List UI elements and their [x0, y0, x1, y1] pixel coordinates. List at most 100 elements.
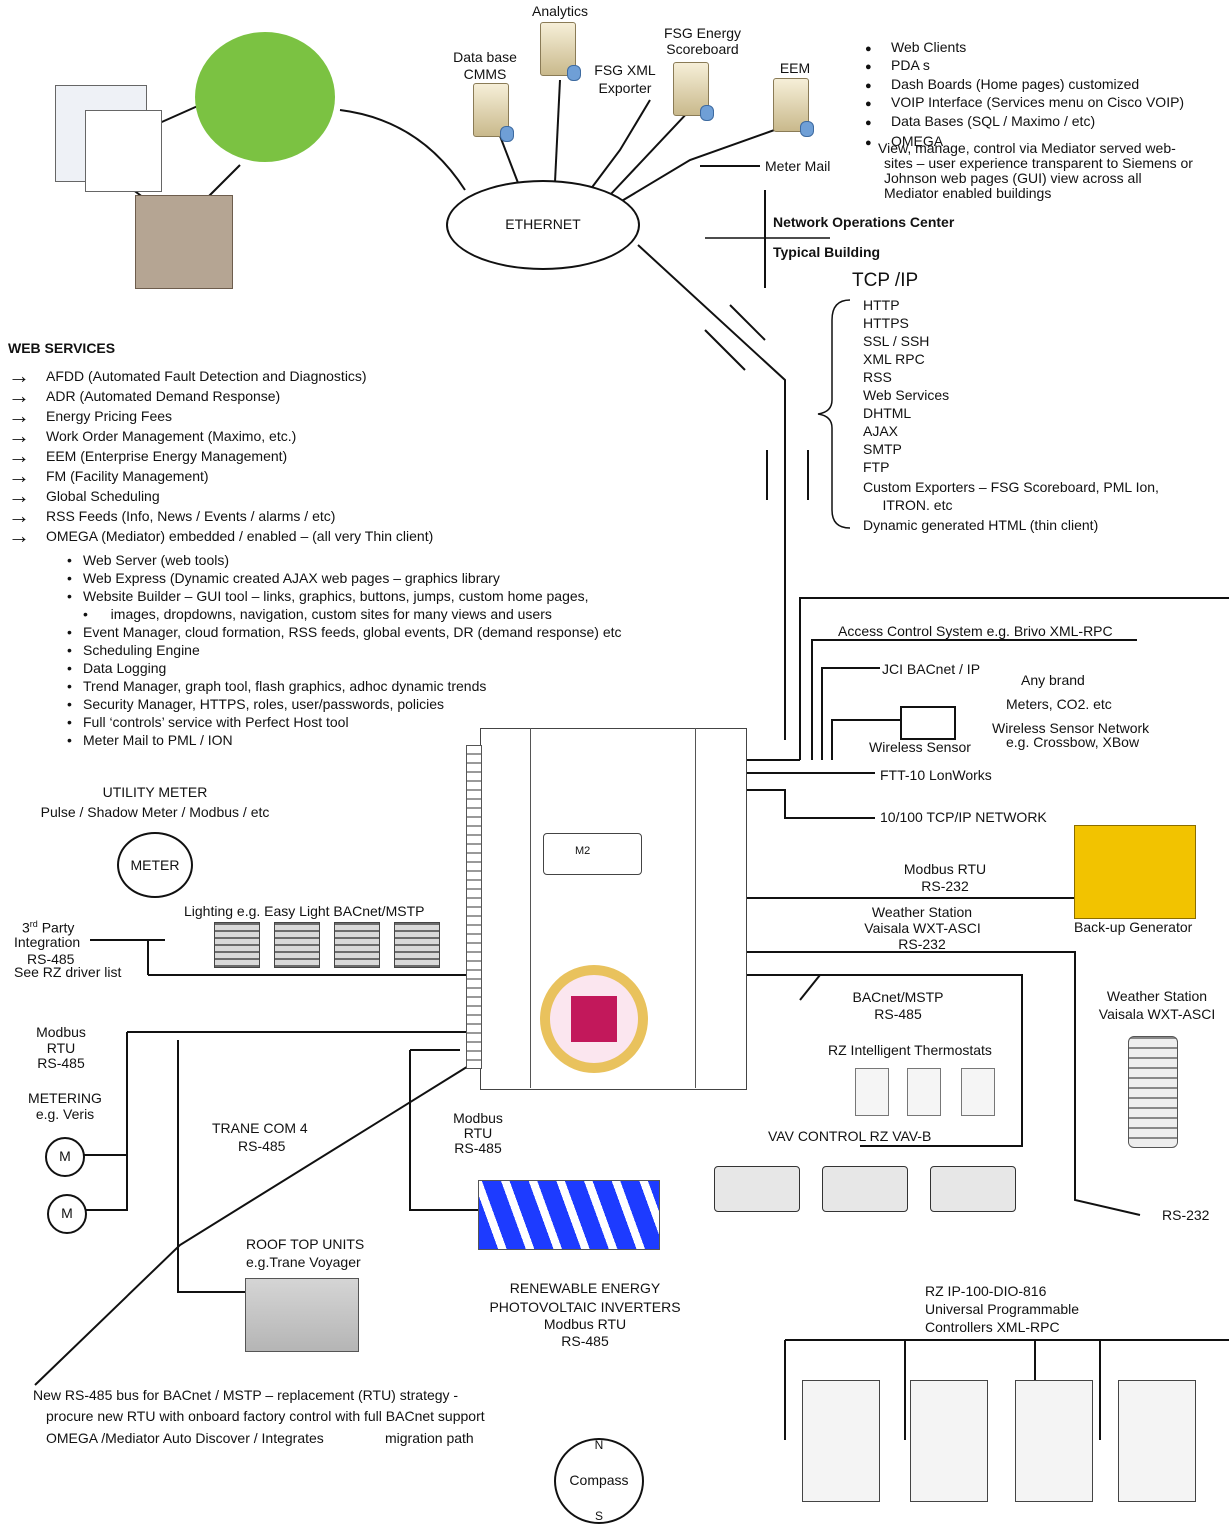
- fsg-xml-label-2: Exporter: [598, 80, 652, 96]
- modbus-label-2: RTU: [46, 1040, 76, 1056]
- controller-left-column: [480, 728, 531, 1088]
- third-party-ordinal: rd: [29, 919, 38, 929]
- io-controller-icon: [1118, 1380, 1196, 1502]
- crossbow-label: e.g. Crossbow, XBow: [1006, 734, 1140, 750]
- web-service-item: Energy Pricing Fees: [8, 406, 433, 426]
- meter-label: METER: [130, 857, 180, 873]
- lighting-label: Lighting e.g. Easy Light BACnet/MSTP: [184, 903, 425, 919]
- protocol-item: Custom Exporters – FSG Scoreboard, PML I…: [863, 479, 1159, 495]
- web-services-title: WEB SERVICES: [8, 340, 116, 356]
- backup-generator-icon: [1074, 825, 1196, 919]
- third-party-label-2: Integration: [14, 934, 81, 950]
- protocol-item: DHTML: [863, 405, 912, 421]
- noc-label: Network Operations Center: [773, 214, 955, 230]
- clients-desc-3: Johnson web pages (GUI) view across all: [884, 170, 1142, 186]
- meter-m-circle: [47, 1194, 87, 1234]
- thermostat-icon: [961, 1068, 995, 1116]
- io-controller-label-1: RZ IP-100-DIO-816: [925, 1283, 1047, 1299]
- new-bus-label-3: OMEGA /Mediator Auto Discover / Integrat…: [46, 1430, 324, 1446]
- client-item: Dash Boards (Home pages) customized: [865, 75, 1184, 95]
- typical-building-label: Typical Building: [773, 244, 881, 260]
- compass-south-label: S: [594, 1509, 603, 1523]
- client-item: VOIP Interface (Services menu on Cisco V…: [865, 95, 1184, 112]
- tcpip-network-label: 10/100 TCP/IP NETWORK: [880, 809, 1047, 825]
- vav-label: VAV CONTROL RZ VAV-B: [768, 1128, 932, 1144]
- rooftop-label-2: e.g.Trane Voyager: [246, 1254, 361, 1270]
- wsn-label: Wireless Sensor Network: [992, 720, 1150, 736]
- omega-feature-item: Web Express (Dynamic created AJAX web pa…: [67, 569, 622, 587]
- meter-m-label: M: [59, 1148, 71, 1164]
- jci-bacnet-label: JCI BACnet / IP: [882, 661, 981, 677]
- omega-feature-item: images, dropdowns, navigation, custom si…: [83, 605, 622, 623]
- protocol-item: Web Services: [863, 387, 950, 403]
- omega-feature-item: Data Logging: [67, 659, 622, 677]
- ftt10-label: FTT-10 LonWorks: [880, 767, 992, 783]
- bacnet-mstp-label-1: BACnet/MSTP: [852, 989, 944, 1005]
- io-controller-icon: [1015, 1380, 1093, 1502]
- access-control-label: Access Control System e.g. Brivo XML-RPC: [838, 623, 1113, 639]
- thermostat-icon: [855, 1068, 889, 1116]
- io-controller-icon: [802, 1380, 880, 1502]
- thermostat-icon: [907, 1068, 941, 1116]
- omega-feature-item: Scheduling Engine: [67, 641, 622, 659]
- weather-label-1: Weather Station: [871, 904, 973, 920]
- web-service-item: AFDD (Automated Fault Detection and Diag…: [8, 366, 433, 386]
- fsg-scoreboard-server-icon: [673, 62, 714, 121]
- modbus-label-3: RS-485: [37, 1055, 85, 1071]
- web-services-list: AFDD (Automated Fault Detection and Diag…: [8, 366, 433, 546]
- utility-meter-label-2: Pulse / Shadow Meter / Modbus / etc: [40, 804, 270, 820]
- web-service-item: Work Order Management (Maximo, etc.): [8, 426, 433, 446]
- meter-m-label: M: [61, 1205, 73, 1221]
- client-item: Web Clients: [865, 38, 1184, 58]
- backup-generator-label: Back-up Generator: [1074, 919, 1193, 935]
- web-service-item: ADR (Automated Demand Response): [8, 386, 433, 406]
- ethernet-ellipse: [446, 180, 640, 270]
- new-bus-label-1: New RS-485 bus for BACnet / MSTP – repla…: [33, 1387, 459, 1403]
- modbus-rtu-232-label-1: Modbus RTU: [903, 861, 987, 877]
- third-party-label-4: See RZ driver list: [14, 964, 122, 980]
- meters-co2-label: Meters, CO2. etc: [1006, 696, 1112, 712]
- protocol-item: AJAX: [863, 423, 899, 439]
- trane-label-1: TRANE COM 4: [212, 1120, 308, 1136]
- web-service-item: RSS Feeds (Info, News / Events / alarms …: [8, 506, 433, 526]
- controller-right-column: [695, 728, 746, 1088]
- analytics-server-icon: [540, 22, 581, 81]
- building-icon: [135, 195, 233, 289]
- controller-model-label: M2: [575, 845, 591, 857]
- renewable-label-3: Modbus RTU: [543, 1316, 627, 1332]
- compass-label: Compass: [569, 1472, 629, 1488]
- wireless-sensor-label: Wireless Sensor: [869, 739, 971, 755]
- new-bus-label-4: migration path: [385, 1430, 474, 1446]
- modbus2-label-2: RTU: [463, 1125, 493, 1141]
- trane-label-2: RS-485: [238, 1138, 286, 1154]
- omega-feature-item: Trend Manager, graph tool, flash graphic…: [67, 677, 622, 695]
- meter-mail-label: Meter Mail: [765, 158, 831, 174]
- controller-model-label-box: [543, 833, 642, 875]
- modbus-rtu-232-label-2: RS-232: [921, 878, 969, 894]
- renewable-label-1: RENEWABLE ENERGY: [509, 1280, 661, 1296]
- fsg-xml-label-1: FSG XML: [594, 62, 656, 78]
- lighting-panel-icon: [274, 922, 320, 968]
- eem-server-icon: [773, 78, 814, 137]
- lighting-panel-icon: [214, 922, 260, 968]
- lighting-panel-icon: [394, 922, 440, 968]
- renewable-label-4: RS-485: [561, 1333, 609, 1349]
- renewable-label-2: PHOTOVOLTAIC INVERTERS: [489, 1299, 681, 1315]
- omega-feature-item: Full ‘controls’ service with Perfect Hos…: [67, 713, 622, 731]
- third-party-word: Party: [37, 919, 75, 936]
- protocol-item: HTTP: [863, 297, 900, 313]
- web-service-item: EEM (Enterprise Energy Management): [8, 446, 433, 466]
- solar-panel-icon: [478, 1180, 660, 1250]
- tcpip-title: TCP /IP: [852, 270, 919, 291]
- protocol-item: XML RPC: [863, 351, 925, 367]
- io-controller-label-3: Controllers XML-RPC: [925, 1319, 1060, 1335]
- metering-label-2: e.g. Veris: [35, 1106, 95, 1122]
- weather-label-3: RS-232: [898, 936, 946, 952]
- client-item: OMEGA: [865, 132, 1184, 152]
- database-label-2: CMMS: [463, 66, 507, 82]
- vav-actuator-icon: [714, 1166, 800, 1212]
- database-label-1: Data base: [453, 49, 517, 65]
- wireless-sensor-icon: [900, 706, 956, 740]
